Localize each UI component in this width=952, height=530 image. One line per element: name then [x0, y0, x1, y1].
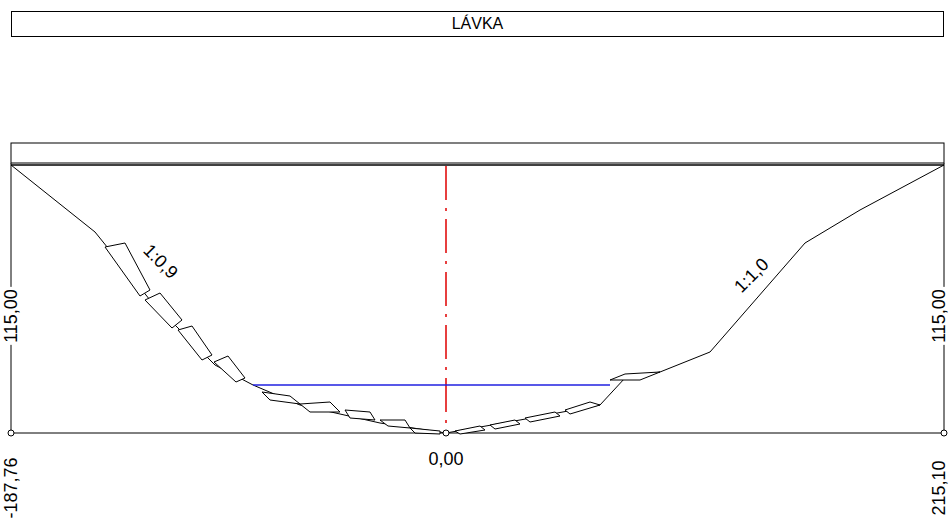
slope-ratio: 1:0,9 — [137, 239, 182, 284]
riprap-stones — [105, 243, 660, 434]
slope-ratio: 1:1,0 — [729, 253, 774, 298]
elevation-label: 115,00 — [930, 287, 950, 345]
elevation-label: 115,00 — [2, 287, 22, 345]
water-level — [253, 384, 610, 386]
station-label: 0,00 — [426, 450, 465, 470]
terrain-profile — [11, 165, 944, 433]
title-box: LÁVKA — [11, 11, 944, 37]
datum-line — [11, 433, 944, 434]
axis-line — [445, 166, 447, 433]
deck-line — [11, 164, 944, 166]
title-text: LÁVKA — [452, 15, 504, 33]
point-markers — [8, 430, 947, 436]
station-label: -187,76 — [2, 455, 22, 520]
station-label: 215,10 — [930, 458, 950, 517]
bridge-deck — [11, 143, 944, 163]
